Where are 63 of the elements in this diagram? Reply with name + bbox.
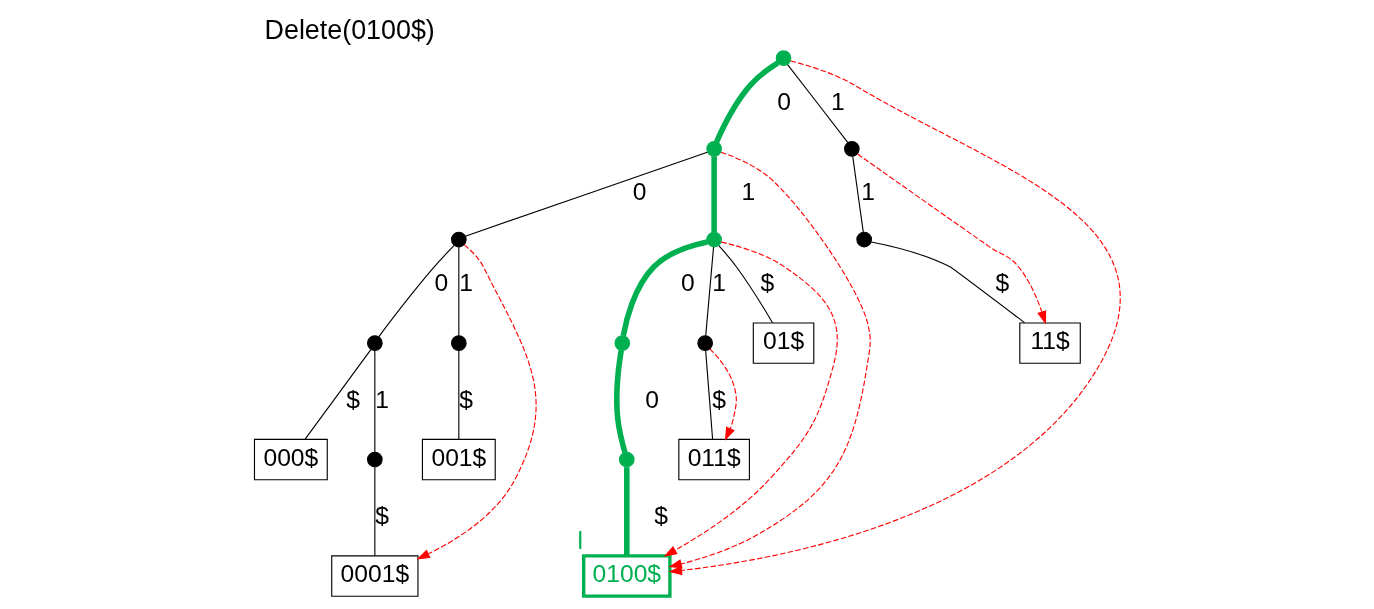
arrow [708,348,737,441]
edge-label: $ [653,502,668,530]
connector [304,348,372,440]
edge-label: $ [995,269,1009,297]
connector [464,151,708,237]
node-box: 01$ [752,322,814,364]
connector [786,64,848,144]
connector [713,60,779,143]
node-circle [775,50,791,66]
node-box: 011$ [677,438,750,481]
node-circle [450,335,467,351]
connector [373,466,375,557]
edge-label: $ [458,385,473,413]
connector [457,350,459,440]
node-circle [843,141,860,157]
edge-label: $ [345,385,360,413]
connector [704,246,714,337]
node-circle [366,451,383,468]
arrow [416,244,537,560]
connector [704,350,713,440]
node-box: 0100$ [581,554,672,598]
connector [851,155,864,233]
arrow [663,241,838,557]
node-circle [705,231,722,248]
edge-label: 0 [632,178,647,206]
edge-label: 1 [711,269,726,297]
node-circle [613,335,630,351]
edge-label: $ [374,502,389,530]
connector [377,244,455,338]
edge-label: 0 [434,269,448,297]
connector [373,350,375,453]
node-box: 11$ [1018,322,1081,364]
node-label: l [577,526,583,554]
node-circle [705,141,722,157]
edge-label: 1 [830,87,845,115]
connector [710,156,717,233]
arrow [667,151,871,569]
node-circle [618,451,635,468]
arrow [668,60,1121,576]
node-box: 001$ [421,438,496,481]
edge-label: 1 [741,178,755,206]
connector [457,246,459,337]
node-box: 000$ [253,438,328,481]
connector [870,241,1025,324]
connector [620,239,708,337]
edge-label: 0 [680,269,695,297]
edge-label: $ [711,385,726,413]
edge-label: 1 [860,178,875,206]
node-circle [696,335,713,351]
connector [613,350,628,454]
arrow [856,153,1046,325]
edge-label: 1 [374,385,389,413]
node-box: 0001$ [330,555,418,597]
edge-label: 0 [776,87,791,115]
node-circle [366,335,383,351]
edge-label: 1 [458,269,473,297]
connector [717,245,773,324]
node-circle [450,231,467,248]
node-circle [855,231,872,248]
diagram-title: Delete(0100$) [264,14,435,45]
connector [623,467,630,556]
edge-label: 0 [644,385,659,413]
edge-label: $ [759,269,774,297]
